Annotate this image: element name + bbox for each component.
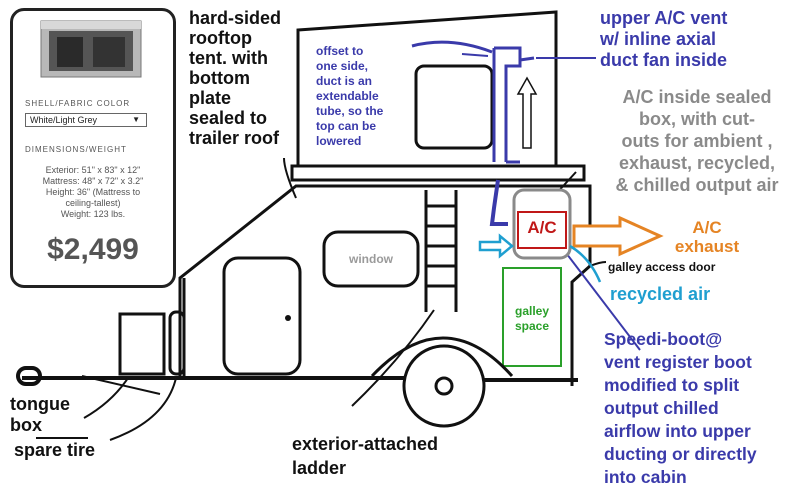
speedi-boot-line: Speedi-boot@ — [604, 329, 723, 349]
recycled-air-label: recycled air — [610, 284, 711, 304]
tent-label-line: sealed to — [189, 108, 268, 128]
galley-door-label: galley access door — [608, 260, 716, 274]
exhaust-arrow — [572, 215, 664, 257]
tent-label-line: trailer roof — [189, 128, 280, 148]
tongue-box-line: box — [10, 415, 43, 435]
ac-exhaust-line: A/C — [692, 218, 722, 237]
ac-exhaust-line: exhaust — [674, 237, 740, 256]
offset-label: offset to one side, duct is an extendabl… — [316, 44, 383, 149]
wheel — [370, 336, 514, 428]
offset-label-line: top can be — [316, 119, 377, 133]
speedi-boot-line: vent register boot — [604, 352, 752, 372]
tent-label-line: plate — [189, 88, 232, 108]
height-dims-2: ceiling-tallest) — [65, 198, 121, 208]
shell-color-label: SHELL/FABRIC COLOR — [25, 99, 131, 108]
cabin-window — [322, 230, 420, 288]
recycled-air-arrow — [478, 233, 602, 283]
galley-space-box — [502, 267, 562, 367]
exterior-dims: Exterior: 51" x 83" x 12" — [45, 165, 141, 175]
ac-unit-label: A/C — [527, 218, 557, 237]
upper-vent-label: upper A/C vent w/ inline axial duct fan … — [600, 8, 727, 71]
offset-label-line: duct is an — [316, 74, 373, 88]
upper-vent-line: w/ inline axial — [600, 29, 717, 49]
spare-tire-label: spare tire — [14, 440, 96, 460]
tongue-box — [118, 312, 166, 376]
ladder-label: exterior-attached ladder — [292, 432, 438, 480]
leader-lines — [36, 157, 607, 441]
tent-label-line: rooftop — [189, 28, 252, 48]
ac-inner — [517, 211, 567, 249]
ac-exhaust-label: A/C exhaust — [672, 218, 742, 256]
trailer-frame — [16, 366, 578, 395]
offset-label-line: lowered — [316, 134, 362, 148]
ac-box-line: A/C inside sealed — [622, 87, 772, 107]
product-card: SHELL/FABRIC COLOR White/Light Grey ▼ DI… — [10, 8, 176, 288]
ac-box-line: exhaust, recycled, — [618, 153, 776, 173]
chevron-down-icon: ▼ — [132, 115, 140, 124]
tent-label-line: tent. with — [189, 48, 268, 68]
galley-space-line: galley — [514, 304, 550, 318]
offset-label-line: tube, so the — [316, 104, 384, 118]
speedi-boot-line: output chilled — [604, 398, 719, 418]
ac-box-line: & chilled output air — [615, 175, 779, 195]
galley-space-label: galley space — [506, 304, 558, 334]
door-handle — [285, 315, 291, 321]
speedi-boot-label: Speedi-boot@ vent register boot modified… — [604, 328, 757, 489]
speedi-boot-line: modified to split — [604, 375, 740, 395]
speedi-boot-line: into cabin — [604, 467, 687, 487]
offset-label-line: extendable — [316, 89, 379, 103]
ac-box-line: outs for ambient , — [621, 131, 773, 151]
trailer-door — [222, 256, 302, 376]
speedi-boot-line: ducting or directly — [604, 444, 757, 464]
tent-label-line: bottom — [189, 68, 250, 88]
mattress-dims: Mattress: 48" x 72" x 3.2" — [42, 176, 144, 186]
tongue-box-label: tongue box — [10, 394, 70, 436]
rooftop-tent — [290, 10, 586, 182]
select-value: White/Light Grey — [30, 115, 98, 125]
tent-label: hard-sided rooftop tent. with bottom pla… — [189, 8, 281, 148]
tent-label-line: hard-sided — [189, 8, 282, 28]
tent-window — [414, 64, 494, 150]
offset-label-line: one side, — [316, 59, 369, 73]
tongue-box-line: tongue — [10, 394, 70, 414]
ladder-label-line: exterior-attached — [292, 434, 439, 454]
window-label: window — [349, 252, 393, 266]
height-dims-1: Height: 36" (Mattress to — [45, 187, 141, 197]
spare-tire — [168, 310, 186, 376]
ladder — [424, 190, 458, 312]
upward-airflow-arrow — [516, 76, 538, 149]
ac-box-label: A/C inside sealed box, with cut- outs fo… — [594, 86, 800, 196]
offset-label-line: offset to — [316, 44, 364, 58]
upper-vent-line: upper A/C vent — [600, 8, 728, 28]
weight: Weight: 123 lbs. — [60, 209, 126, 219]
speedi-boot-line: airflow into upper — [604, 421, 751, 441]
upper-vent-line: duct fan inside — [600, 50, 728, 70]
tent-product-image — [40, 20, 142, 78]
dimensions-label: DIMENSIONS/WEIGHT — [25, 145, 127, 154]
shell-color-select[interactable]: White/Light Grey ▼ — [25, 113, 147, 127]
ladder-label-line: ladder — [292, 458, 347, 478]
ac-box-line: box, with cut- — [639, 109, 755, 129]
galley-space-line: space — [514, 319, 550, 333]
price: $2,499 — [47, 233, 139, 266]
